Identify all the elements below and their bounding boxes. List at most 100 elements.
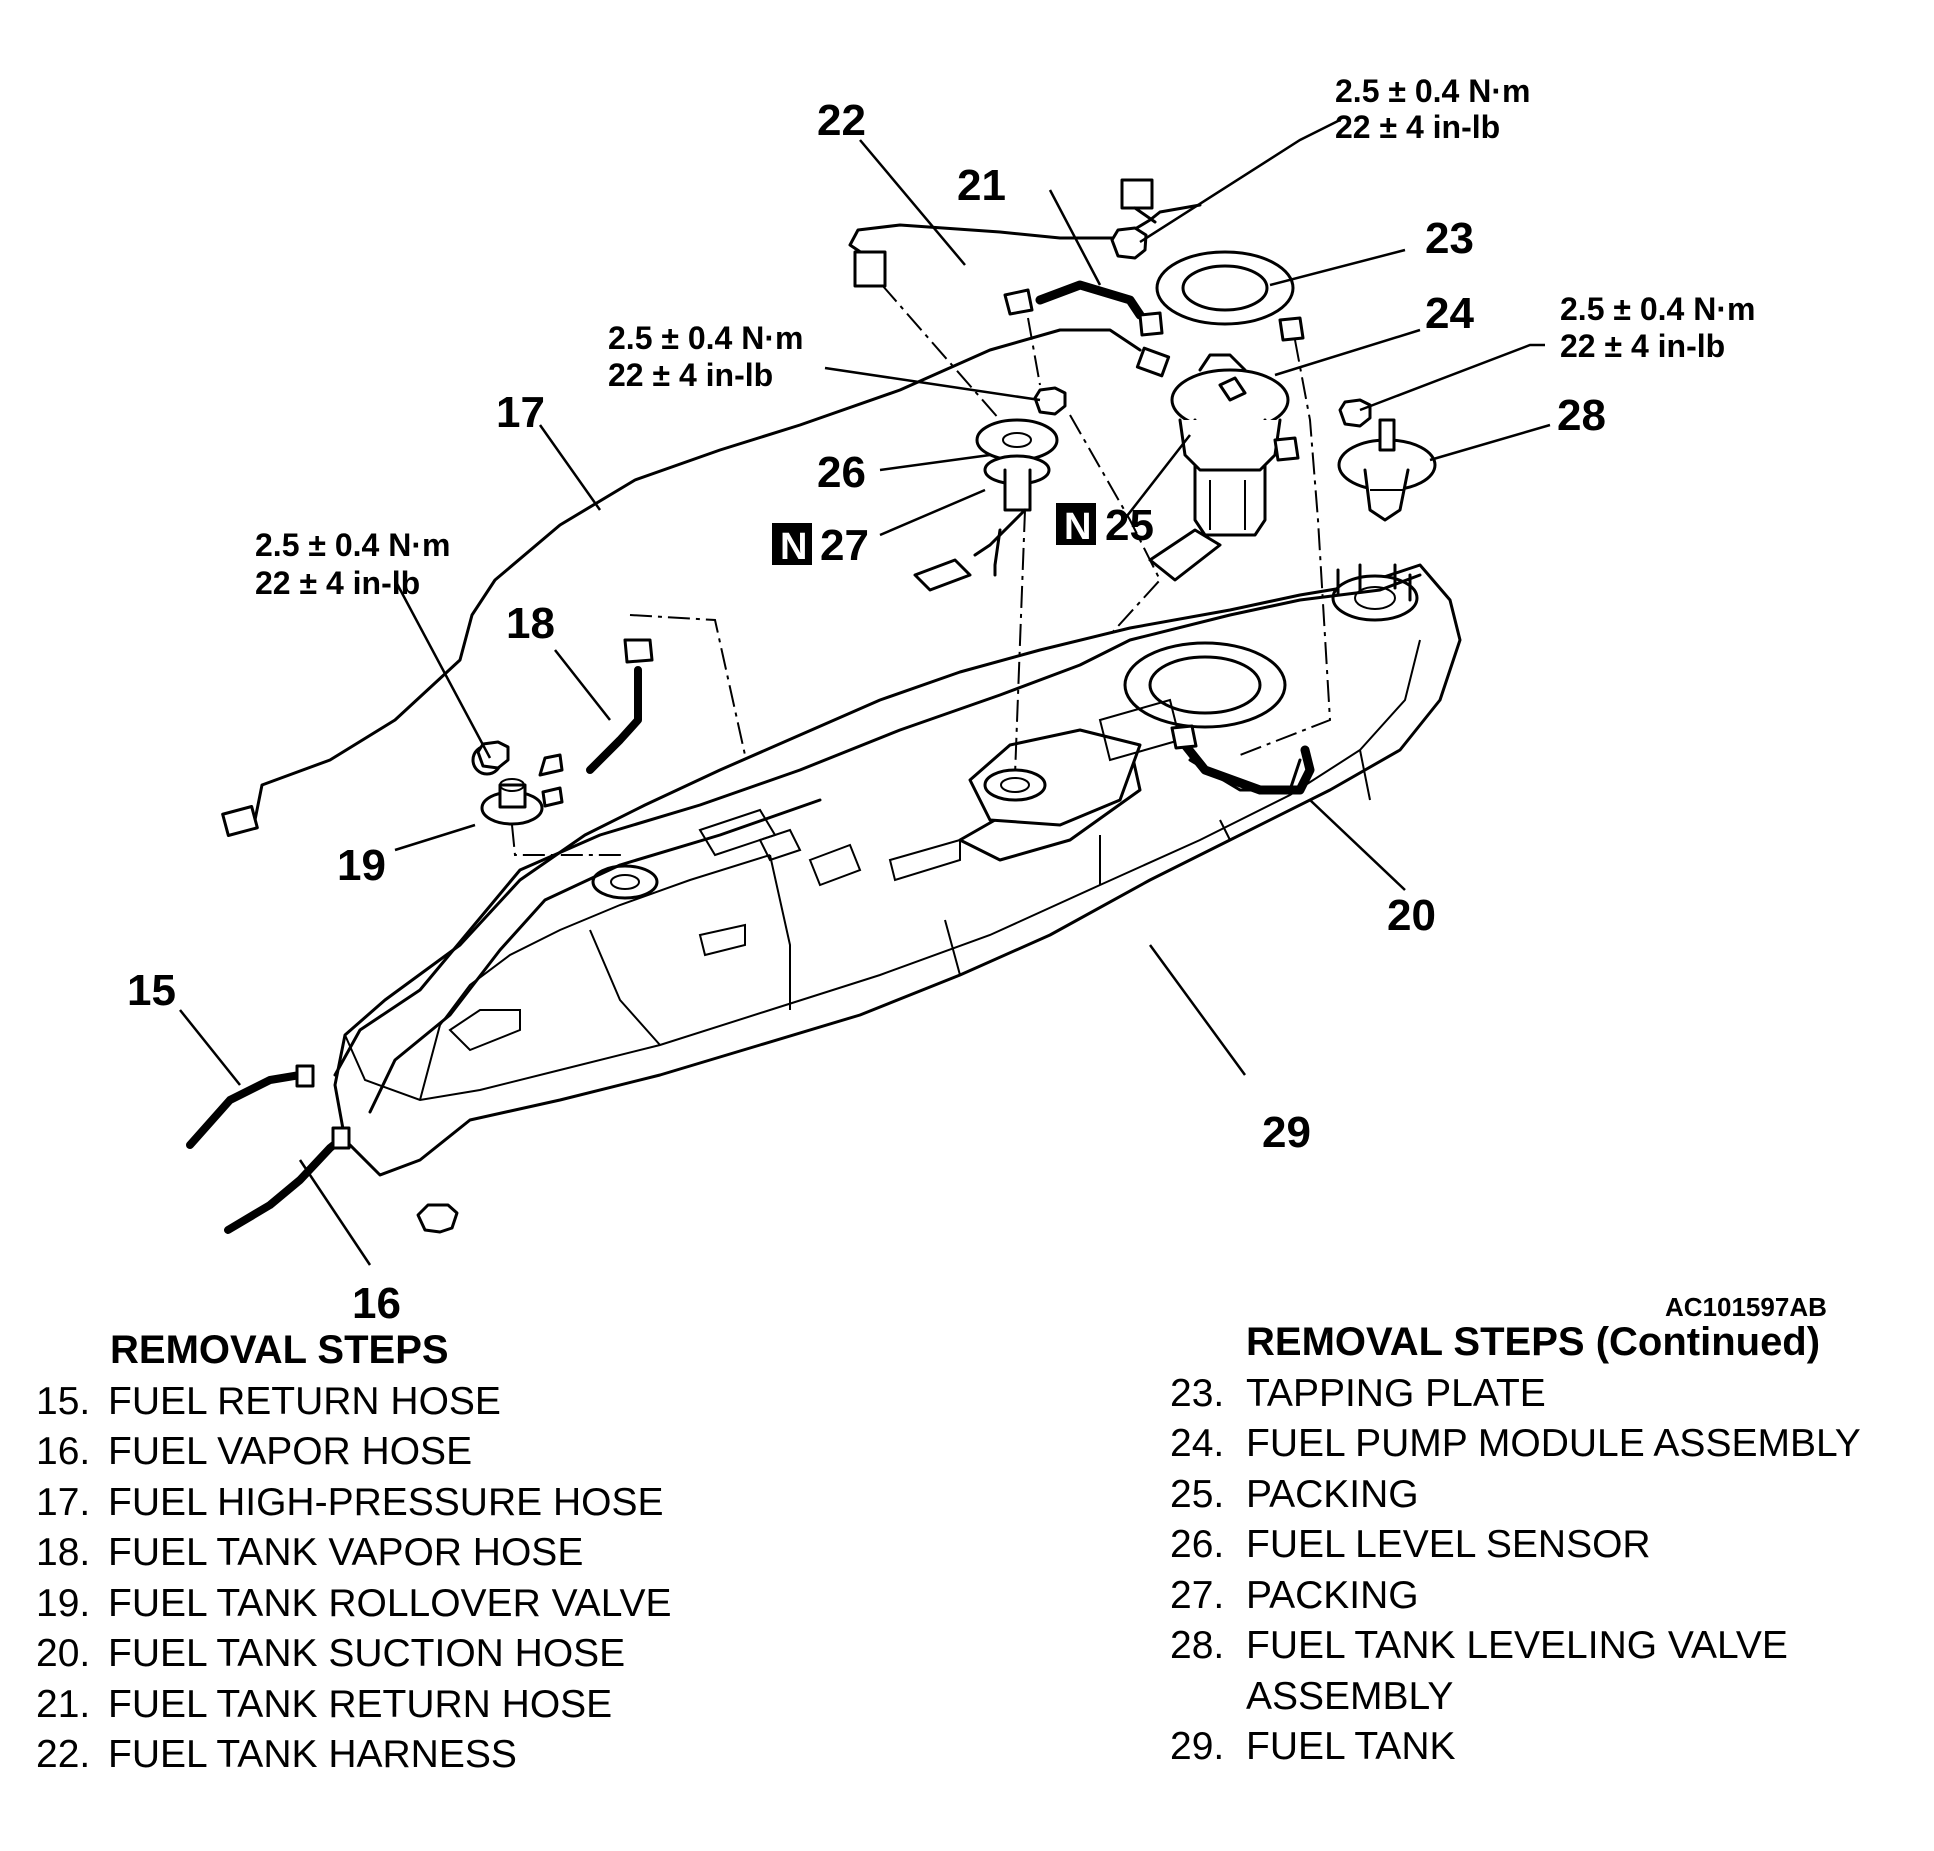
- callout-23: 23: [1425, 214, 1474, 263]
- list-item: 23. TAPPING PLATE: [1170, 1369, 1930, 1420]
- list-item: 29. FUEL TANK: [1170, 1722, 1930, 1773]
- step-label: FUEL RETURN HOSE: [108, 1379, 501, 1423]
- alignment-line: [1027, 317, 1041, 386]
- nut: [1110, 226, 1148, 260]
- step-label: FUEL TANK ROLLOVER VALVE: [108, 1581, 672, 1625]
- callout-16: 16: [352, 1279, 401, 1328]
- step-number: 17.: [36, 1480, 91, 1524]
- callout-19: 19: [337, 841, 386, 890]
- tapping-plate: [1155, 250, 1295, 326]
- fuel-tank-return-hose: [1003, 280, 1164, 337]
- list-item: 26. FUEL LEVEL SENSOR: [1170, 1520, 1930, 1571]
- fuel-tank-vapor-hose: [586, 638, 654, 774]
- list-item: 18. FUEL TANK VAPOR HOSE: [36, 1528, 916, 1579]
- list-item: 21.FUEL TANK RETURN HOSE: [36, 1680, 916, 1731]
- step-number: 27.: [1170, 1573, 1225, 1617]
- callout-28: 28: [1557, 391, 1606, 440]
- callout-20: 20: [1387, 891, 1436, 940]
- step-number: 26.: [1170, 1523, 1225, 1566]
- step-number: 24.: [1170, 1422, 1225, 1465]
- step-number: 23.: [1170, 1371, 1225, 1415]
- fuel-return-hose: [186, 1064, 315, 1149]
- step-number: 16.: [36, 1430, 91, 1473]
- svg-text:N: N: [1064, 506, 1091, 548]
- callout-17: 17: [496, 388, 545, 437]
- alignment-line: [881, 284, 1001, 421]
- list-item: 15. FUEL RETURN HOSE: [36, 1377, 916, 1428]
- callout-26: 26: [817, 448, 866, 497]
- callout-24: 24: [1425, 289, 1474, 338]
- callout-27: 27: [820, 521, 869, 570]
- callout-21: 21: [957, 161, 1006, 210]
- list-item: 17. FUEL HIGH-PRESSURE HOSE: [36, 1478, 916, 1529]
- new-part-marker-25: N: [1056, 503, 1096, 548]
- step-label: TAPPING PLATE: [1246, 1371, 1546, 1415]
- torque-metric-right: 2.5 ± 0.4 N·m: [1560, 291, 1755, 327]
- list-item: 20. FUEL TANK SUCTION HOSE: [36, 1629, 916, 1680]
- fuel-tank: [333, 563, 1462, 1177]
- plug-cap: [416, 1203, 459, 1234]
- fuel-vapor-hose: [224, 1126, 351, 1234]
- fuel-high-pressure-hose: [221, 328, 1171, 838]
- list-item: 22. FUEL TANK HARNESS: [36, 1730, 916, 1781]
- nut: [1033, 386, 1067, 416]
- step-number: 25.: [1170, 1472, 1225, 1516]
- step-number: 15.: [36, 1379, 91, 1423]
- step-number: 28.: [1170, 1624, 1225, 1667]
- svg-text:N: N: [780, 526, 807, 568]
- alignment-line: [511, 824, 625, 856]
- step-label: FUEL TANK SUCTION HOSE: [108, 1632, 626, 1675]
- step-label: FUEL HIGH-PRESSURE HOSE: [108, 1480, 664, 1524]
- alignment-line: [1014, 509, 1026, 776]
- step-label: FUEL TANK HARNESS: [108, 1733, 517, 1776]
- alignment-line: [629, 614, 746, 756]
- step-label: PACKING: [1246, 1472, 1419, 1516]
- hose-clip: [1273, 436, 1300, 462]
- fuel-level-sensor: [913, 418, 1059, 592]
- alignment-line: [1069, 414, 1162, 636]
- hose-clip: [1278, 316, 1305, 342]
- step-number: 29.: [1170, 1725, 1225, 1768]
- step-number: 20.: [36, 1632, 91, 1675]
- torque-imperial-center: 22 ± 4 in-lb: [608, 357, 773, 393]
- nut: [1338, 398, 1372, 428]
- removal-steps-heading: REMOVAL STEPS: [110, 1328, 449, 1372]
- fuel-tank-leveling-valve-assembly: [1337, 418, 1437, 522]
- step-label: FUEL TANK: [1246, 1725, 1456, 1768]
- step-number: 18.: [36, 1531, 91, 1574]
- step-label: FUEL TANK VAPOR HOSE: [108, 1531, 584, 1574]
- torque-imperial-right: 22 ± 4 in-lb: [1560, 328, 1725, 364]
- removal-steps-list: REMOVAL STEPS 15.FUEL RETURN HOSE 16.FUE…: [36, 1325, 916, 1781]
- fuel-pump-module-assembly: [1148, 353, 1290, 582]
- callout-25: 25: [1105, 501, 1154, 550]
- callout-22: 22: [817, 96, 866, 145]
- list-item: 25. PACKING: [1170, 1470, 1930, 1521]
- step-label: FUEL LEVEL SENSOR: [1246, 1523, 1651, 1566]
- removal-steps-continued-list: REMOVAL STEPS (Continued) 23. TAPPING PLA…: [1170, 1317, 1930, 1773]
- torque-metric-top: 2.5 ± 0.4 N·m: [1335, 73, 1530, 109]
- fuel-tank-suction-hose: [1170, 724, 1315, 795]
- step-label: FUEL PUMP MODULE ASSEMBLY: [1246, 1422, 1861, 1465]
- new-part-marker-27: N: [772, 523, 812, 568]
- torque-metric-left: 2.5 ± 0.4 N·m: [255, 527, 450, 563]
- step-label: FUEL TANK LEVELING VALVE: [1246, 1624, 1788, 1667]
- torque-imperial-left: 22 ± 4 in-lb: [255, 565, 420, 601]
- step-number: 21.: [36, 1682, 91, 1726]
- fuel-tank-harness: [848, 178, 1202, 288]
- removal-steps-continued-heading: REMOVAL STEPS (Continued): [1246, 1320, 1821, 1364]
- callout-15: 15: [127, 966, 176, 1015]
- list-item: 24. FUEL PUMP MODULE ASSEMBLY: [1170, 1419, 1930, 1470]
- list-item: 28. FUEL TANK LEVELING VALVE: [1170, 1621, 1930, 1672]
- torque-imperial-top: 22 ± 4 in-lb: [1335, 109, 1500, 145]
- callout-29: 29: [1262, 1108, 1311, 1157]
- step-number: 22.: [36, 1733, 91, 1776]
- list-item: 16.FUEL VAPOR HOSE: [36, 1427, 916, 1478]
- torque-metric-center: 2.5 ± 0.4 N·m: [608, 320, 803, 356]
- leader-lines: [179, 118, 1551, 1266]
- step-label: PACKING: [1246, 1573, 1419, 1617]
- list-item: 19.FUEL TANK ROLLOVER VALVE: [36, 1579, 916, 1630]
- list-item: 27. PACKING: [1170, 1571, 1930, 1622]
- list-item: ASSEMBLY: [1170, 1672, 1930, 1723]
- alignment-line: [1239, 339, 1332, 756]
